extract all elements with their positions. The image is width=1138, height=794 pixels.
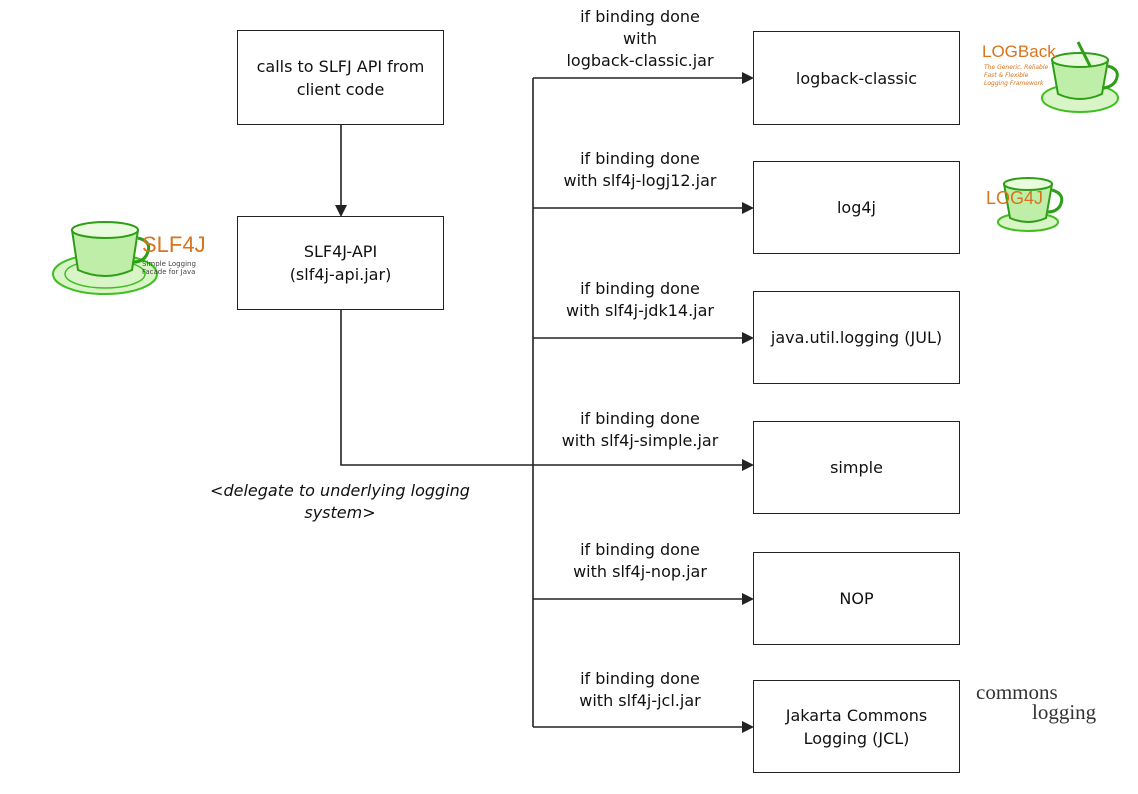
commons-logo-line1: commons — [976, 680, 1058, 704]
delegate-note: <delegate to underlying logging system> — [210, 481, 470, 522]
logback-logo: LOGBack The Generic, Reliable Fast & Fle… — [982, 38, 1132, 116]
commons-logo-line2: logging — [1032, 700, 1097, 724]
commons-logging-logo: commons logging — [972, 680, 1122, 730]
log4j-cup-icon — [997, 177, 1064, 232]
node-log4j: log4j — [753, 161, 960, 254]
node-simple: simple — [753, 421, 960, 514]
node-logback-classic: logback-classic — [753, 31, 960, 125]
slf4j-logo-title: SLF4J — [142, 232, 206, 257]
edge-label-simple: if binding done with slf4j-simple.jar — [561, 409, 719, 450]
edge-label-jul: if binding done with slf4j-jdk14.jar — [566, 279, 714, 320]
node-client-code: calls to SLFJ API from client code — [237, 30, 444, 125]
node-jcl: Jakarta Commons Logging (JCL) — [753, 680, 960, 773]
log4j-logo-title: LOG4J — [986, 188, 1044, 208]
logback-logo-subtitle: The Generic, Reliable Fast & Flexible Lo… — [984, 64, 1049, 87]
edge-api-delegate — [340, 310, 754, 471]
logback-logo-title: LOGBack — [982, 42, 1056, 61]
slf4j-logo: SLF4J Simple Logging Facade for Java — [50, 212, 220, 302]
edge-label-logback: if binding done with logback-classic.jar — [566, 7, 714, 70]
slf4j-cup-icon — [52, 221, 158, 295]
node-slf4j-api: SLF4J-API (slf4j-api.jar) — [237, 216, 444, 310]
log4j-logo: LOG4J — [982, 170, 1082, 240]
logback-cup-icon — [1041, 41, 1119, 113]
edge-label-log4j: if binding done with slf4j-logj12.jar — [563, 149, 717, 190]
node-jul: java.util.logging (JUL) — [753, 291, 960, 384]
edge-label-jcl: if binding done with slf4j-jcl.jar — [579, 669, 701, 710]
slf4j-logo-subtitle: Simple Logging Facade for Java — [142, 260, 196, 276]
edge-label-nop: if binding done with slf4j-nop.jar — [573, 540, 707, 581]
node-nop: NOP — [753, 552, 960, 645]
